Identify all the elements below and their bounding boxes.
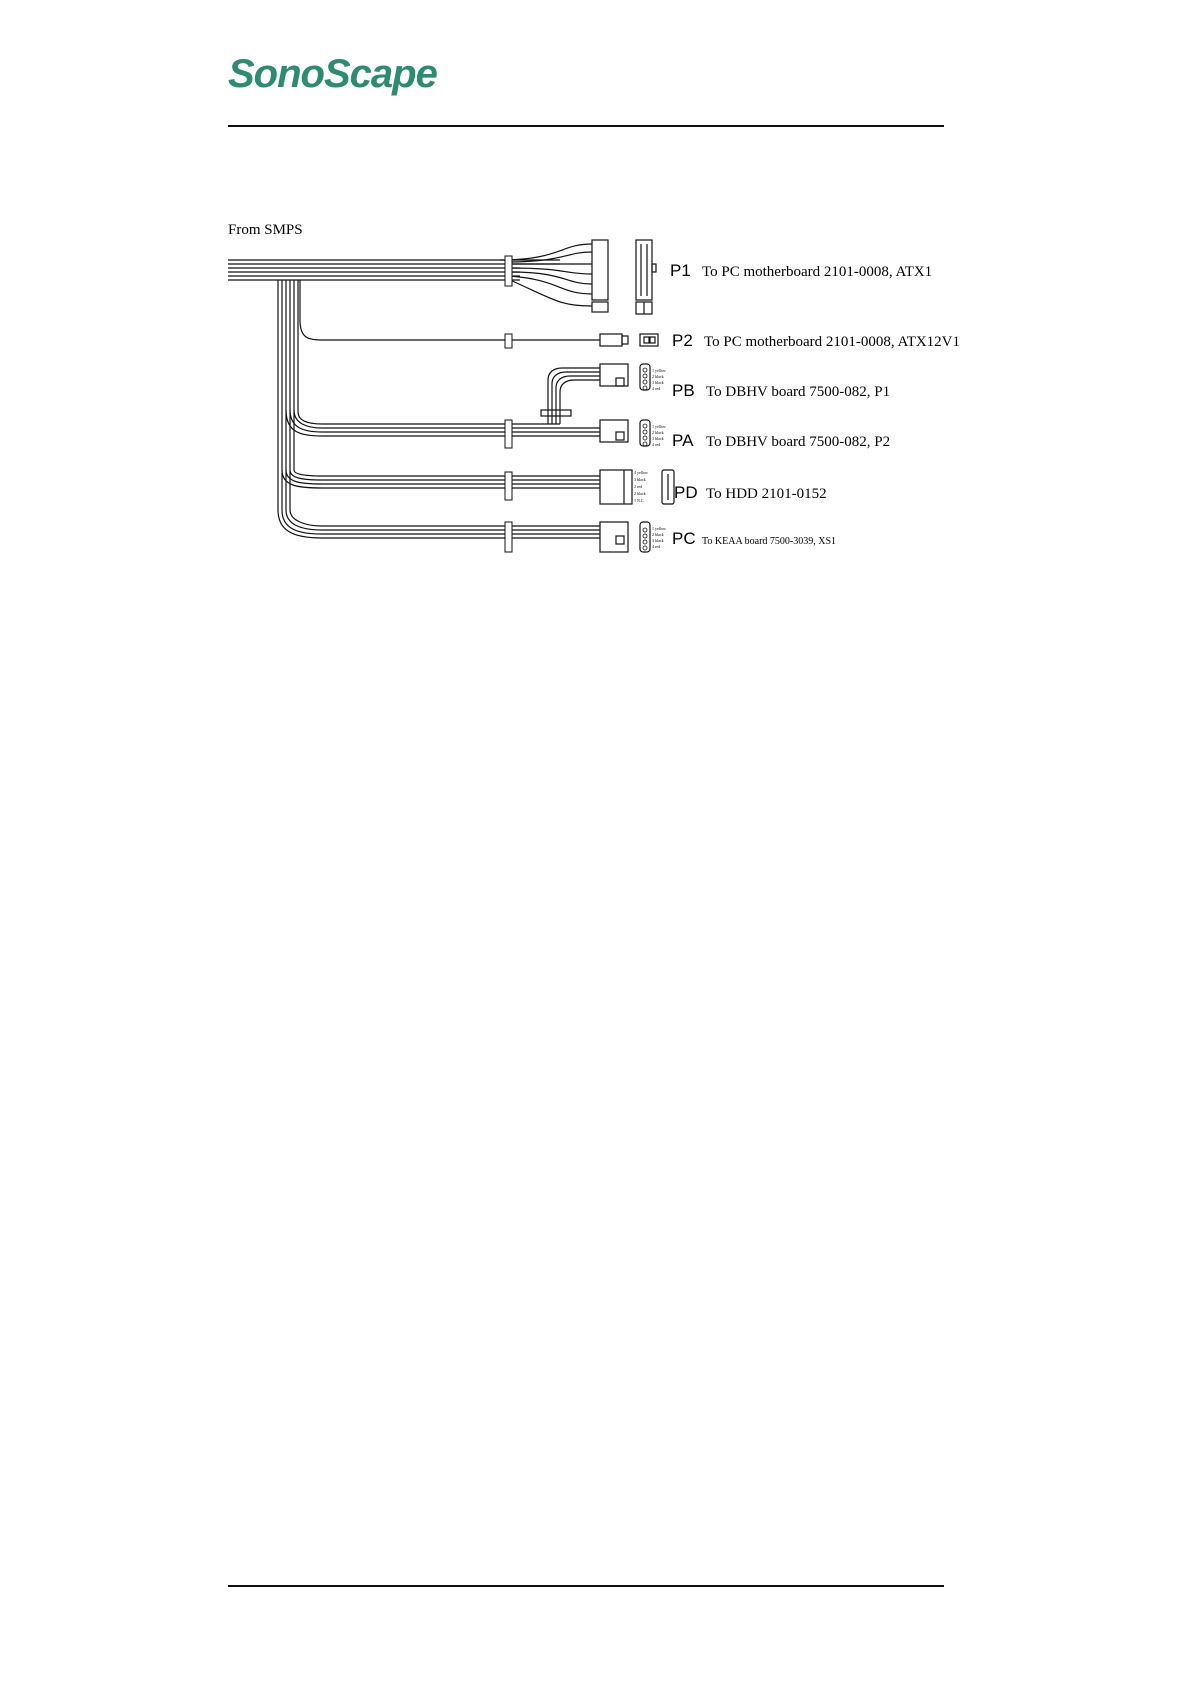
pd-description: To HDD 2101-0152 bbox=[706, 486, 827, 502]
pc-header bbox=[639, 521, 651, 553]
p1-label: P1 bbox=[670, 261, 691, 280]
pd-label: PD bbox=[674, 483, 698, 502]
pb-pin-4: 4 red bbox=[652, 386, 660, 391]
pa-housing bbox=[599, 419, 629, 443]
pa-pin-4: 4 red bbox=[652, 442, 660, 447]
pc-pin-1: 1 yellow bbox=[652, 526, 666, 531]
pd-pin-2: 3 black bbox=[634, 477, 646, 482]
pa-pin-2: 2 black bbox=[652, 430, 664, 435]
pc-pin-3: 3 black bbox=[652, 538, 664, 543]
cable-ties bbox=[504, 255, 513, 553]
branch-bundle bbox=[277, 280, 600, 539]
pb-pin-1: 1 yellow bbox=[652, 368, 666, 373]
pb-tie bbox=[540, 409, 572, 417]
pb-pin-2: 2 black bbox=[652, 374, 664, 379]
pd-pin-5: 1 N.C. bbox=[634, 498, 645, 503]
p2-housing bbox=[599, 333, 623, 347]
pc-pin-2: 2 black bbox=[652, 532, 664, 537]
pd-header bbox=[661, 469, 675, 505]
pa-pin-1: 1 yellow bbox=[652, 424, 666, 429]
pb-wires bbox=[547, 367, 600, 424]
pd-housing bbox=[599, 469, 633, 505]
pc-label: PC bbox=[672, 529, 696, 548]
pd-pin-3: 2 red bbox=[634, 484, 642, 489]
pb-description: To DBHV board 7500-082, P1 bbox=[706, 384, 890, 400]
p2-description: To PC motherboard 2101-0008, ATX12V1 bbox=[704, 334, 960, 350]
pb-pin-3: 3 black bbox=[652, 380, 664, 385]
p2-header bbox=[639, 333, 659, 347]
p1-wires bbox=[499, 243, 593, 307]
p1-description: To PC motherboard 2101-0008, ATX1 bbox=[702, 264, 932, 280]
pc-housing bbox=[599, 521, 629, 553]
source-label: From SMPS bbox=[228, 222, 303, 238]
p2-label: P2 bbox=[672, 331, 693, 350]
pd-pin-1: 4 yellow bbox=[634, 470, 648, 475]
sonoscape-logo: SonoScape bbox=[228, 52, 438, 96]
header-rule bbox=[228, 125, 944, 127]
pb-label: PB bbox=[672, 381, 695, 400]
pd-pin-4: 2 black bbox=[634, 491, 646, 496]
pa-description: To DBHV board 7500-082, P2 bbox=[706, 434, 890, 450]
pa-pin-3: 3 black bbox=[652, 436, 664, 441]
footer-rule bbox=[228, 1585, 944, 1587]
pa-label: PA bbox=[672, 431, 694, 450]
pc-description: To KEAA board 7500-3039, XS1 bbox=[702, 536, 836, 547]
pb-housing bbox=[599, 363, 629, 387]
p1-header bbox=[635, 239, 653, 301]
pc-pin-4: 4 red bbox=[652, 544, 660, 549]
p1-housing bbox=[591, 239, 609, 301]
